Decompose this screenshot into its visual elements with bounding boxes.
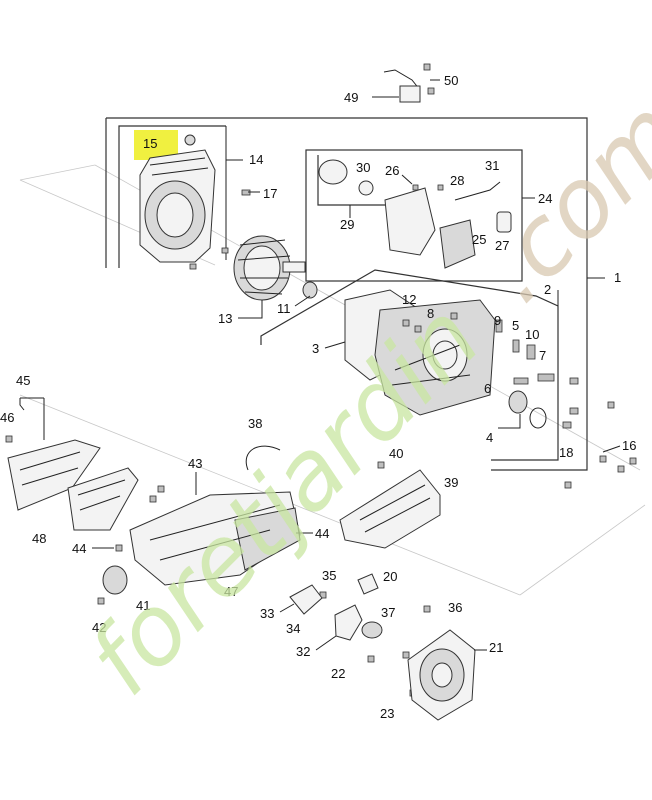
callout-34: 34 <box>286 621 300 636</box>
callout-29: 29 <box>340 217 354 232</box>
fan-housing-part <box>139 149 216 263</box>
callout-3: 3 <box>312 341 319 356</box>
leader-3 <box>324 341 346 349</box>
callout-43: 43 <box>188 456 202 471</box>
callout-2: 2 <box>544 282 551 297</box>
callout-13: 13 <box>218 311 232 326</box>
callout-46: 46 <box>0 410 14 425</box>
callout-8: 8 <box>427 306 434 321</box>
callout-11: 11 <box>277 301 291 316</box>
callout-47: 47 <box>224 584 238 599</box>
callout-21: 21 <box>489 640 503 655</box>
callout-28: 28 <box>450 173 464 188</box>
leader-33 <box>279 603 295 613</box>
watermark-tld: .com <box>460 78 652 324</box>
leader-26 <box>401 174 413 185</box>
callout-33: 33 <box>260 606 274 621</box>
callout-32: 32 <box>296 644 310 659</box>
side-cover-part <box>7 439 139 531</box>
callout-17: 17 <box>263 186 277 201</box>
callout-37: 37 <box>381 605 395 620</box>
callout-44-right: 44 <box>315 526 329 541</box>
callout-39: 39 <box>444 475 458 490</box>
callout-31: 31 <box>485 158 499 173</box>
callout-15: 15 <box>143 136 157 151</box>
part-37 <box>361 621 383 639</box>
subframe-29 <box>317 155 385 206</box>
callout-4: 4 <box>486 430 493 445</box>
callout-9: 9 <box>494 313 501 328</box>
callout-16: 16 <box>622 438 636 453</box>
leader-32 <box>315 635 337 651</box>
part-41 <box>102 565 128 595</box>
callout-10: 10 <box>525 327 539 342</box>
subframe-14 <box>118 125 226 268</box>
part-32 <box>334 604 363 641</box>
subframe-24 <box>305 149 523 282</box>
leader-45 <box>19 398 25 411</box>
callout-20: 20 <box>383 569 397 584</box>
flywheel-part <box>233 235 306 301</box>
callout-1: 1 <box>614 270 621 285</box>
leader-16 <box>602 445 621 453</box>
callout-12: 12 <box>402 292 416 307</box>
callout-44-left: 44 <box>72 541 86 556</box>
callout-45: 45 <box>16 373 30 388</box>
part-15 <box>184 134 196 146</box>
callout-5: 5 <box>512 318 519 333</box>
callout-18: 18 <box>559 445 573 460</box>
part-11 <box>302 281 318 299</box>
callout-6: 6 <box>484 381 491 396</box>
leader-4 <box>498 414 521 429</box>
leader-11 <box>294 295 311 307</box>
callouts: 15 14 17 11 13 3 12 8 2 1 9 5 10 7 6 4 1… <box>0 73 636 721</box>
part-4-ring <box>529 407 547 429</box>
callout-40: 40 <box>389 446 403 461</box>
callout-49: 49 <box>344 90 358 105</box>
ignition-module-part <box>318 159 512 269</box>
assembly-frame-1 <box>106 117 588 471</box>
hose-38 <box>245 445 281 471</box>
callout-14: 14 <box>249 152 263 167</box>
brake-housing-part <box>339 469 441 549</box>
callout-48: 48 <box>32 531 46 546</box>
leader-13 <box>238 300 263 319</box>
callout-30: 30 <box>356 160 370 175</box>
callout-23: 23 <box>380 706 394 721</box>
wiring-part <box>372 69 440 103</box>
part-4 <box>508 390 528 414</box>
callout-27: 27 <box>495 238 509 253</box>
lower-housing-part <box>129 491 301 586</box>
callout-38: 38 <box>248 416 262 431</box>
callout-24: 24 <box>538 191 552 206</box>
callout-50: 50 <box>444 73 458 88</box>
subframe-2 <box>260 269 559 461</box>
callout-26: 26 <box>385 163 399 178</box>
callout-7: 7 <box>539 348 546 363</box>
part-20 <box>357 573 379 595</box>
callout-22: 22 <box>331 666 345 681</box>
callout-36: 36 <box>448 600 462 615</box>
callout-41: 41 <box>136 598 150 613</box>
part-33 <box>289 584 323 615</box>
callout-25: 25 <box>472 232 486 247</box>
callout-35: 35 <box>322 568 336 583</box>
callout-42: 42 <box>92 620 106 635</box>
crankcase-part <box>344 289 496 416</box>
screws <box>5 63 637 697</box>
starter-part <box>407 629 476 721</box>
